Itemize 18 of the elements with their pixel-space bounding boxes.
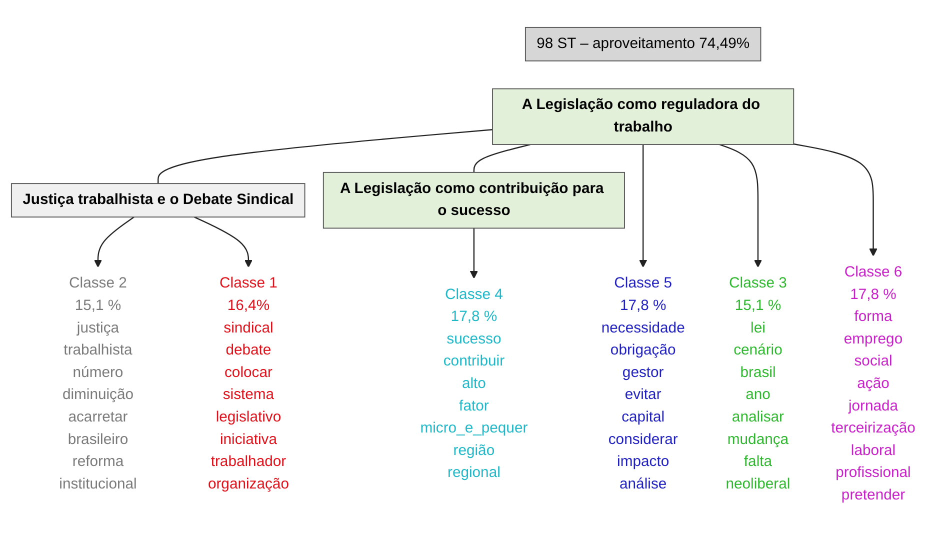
arrow bbox=[794, 143, 878, 256]
node-text: Classe 1 16,4% sindical debate colocar sistema legislativo iniciativa trabalhador organização bbox=[208, 276, 289, 492]
node-box: A Legislação como reguladora do trabalho bbox=[492, 88, 794, 145]
node-text: Classe 6 17,8 % forma emprego social ação jornada terceirização laboral profissional pretender bbox=[831, 264, 916, 504]
node-text: Classe 4 17,8 % sucesso contribuir alto fator micro_e_pequer região regional bbox=[420, 286, 528, 481]
arrow bbox=[194, 216, 253, 268]
arrow bbox=[639, 144, 648, 268]
node-box: Justiça trabalhista e o Debate Sindical bbox=[10, 183, 306, 218]
arrow bbox=[94, 216, 134, 268]
node-box: A Legislação como contribuição para o sucesso bbox=[322, 172, 625, 229]
node-text: Classe 2 15,1 % justiça trabalhista número diminuição acarretar brasileiro reforma institucional bbox=[59, 276, 137, 492]
node-text: Classe 5 17,8 % necessidade obrigação gestor evitar capital considerar impacto análise bbox=[601, 276, 685, 492]
connector bbox=[158, 129, 493, 184]
node-box: 98 ST – aproveitamento 74,49% bbox=[524, 26, 762, 62]
arrow bbox=[719, 144, 762, 268]
connector bbox=[473, 144, 530, 172]
arrow bbox=[470, 228, 478, 279]
node-text: Classe 3 15,1 % lei cenário brasil ano analisar mudança falta neoliberal bbox=[726, 276, 790, 492]
